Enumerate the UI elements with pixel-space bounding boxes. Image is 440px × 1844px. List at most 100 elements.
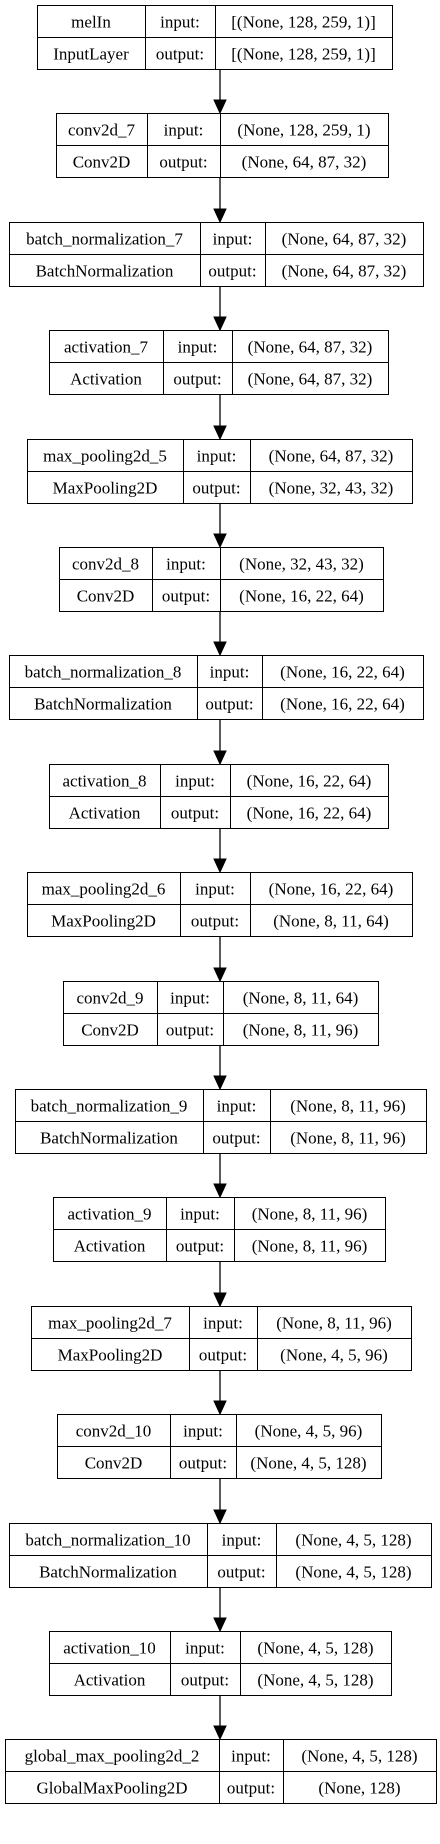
output-label: output:	[173, 370, 221, 389]
output-label: output:	[208, 262, 256, 281]
output-label: output:	[179, 1454, 227, 1473]
layer-type: Activation	[74, 1671, 146, 1690]
output-shape: (None, 64, 87, 32)	[242, 153, 367, 172]
input-label: input:	[180, 1205, 220, 1224]
layer-name: melIn	[71, 13, 111, 32]
input-label: input:	[231, 1747, 271, 1766]
output-shape: (None, 8, 11, 64)	[273, 912, 389, 931]
output-label: output:	[212, 1129, 260, 1148]
input-label: input:	[175, 772, 215, 791]
output-shape: (None, 128)	[318, 1779, 400, 1798]
layer-node: max_pooling2d_6MaxPooling2Dinput:output:…	[27, 872, 413, 937]
layer-name: conv2d_7	[68, 121, 136, 140]
layer-name: conv2d_8	[72, 555, 139, 574]
output-shape: (None, 16, 22, 64)	[239, 587, 364, 606]
layer-type: BatchNormalization	[39, 1563, 177, 1582]
layer-name: max_pooling2d_7	[48, 1314, 172, 1333]
output-label: output:	[227, 1779, 275, 1798]
output-shape: (None, 4, 5, 128)	[295, 1563, 411, 1582]
input-shape: (None, 8, 11, 64)	[243, 989, 359, 1008]
input-shape: (None, 4, 5, 128)	[257, 1639, 373, 1658]
input-shape: (None, 8, 11, 96)	[290, 1097, 406, 1116]
layer-name: conv2d_9	[76, 989, 143, 1008]
input-label: input:	[178, 338, 218, 357]
layer-node: batch_normalization_8BatchNormalizationi…	[9, 655, 424, 720]
layer-type: Conv2D	[85, 1454, 143, 1473]
input-label: input:	[213, 230, 253, 249]
layer-node: activation_10Activationinput:output:(Non…	[49, 1631, 392, 1696]
connector-arrow	[213, 1479, 227, 1525]
input-label: input:	[203, 1314, 243, 1333]
input-shape: (None, 32, 43, 32)	[239, 555, 364, 574]
layer-type: GlobalMaxPooling2D	[36, 1779, 187, 1798]
output-shape: (None, 8, 11, 96)	[243, 1021, 359, 1040]
layer-type: BatchNormalization	[40, 1129, 178, 1148]
layer-type: Conv2D	[77, 587, 135, 606]
output-label: output:	[192, 479, 240, 498]
input-label: input:	[160, 13, 200, 32]
layer-node: activation_7Activationinput:output:(None…	[49, 330, 389, 395]
connector-arrow	[213, 287, 227, 332]
layer-name: conv2d_10	[76, 1422, 152, 1441]
connector-arrow	[213, 70, 227, 115]
output-label: output:	[181, 1671, 229, 1690]
layer-type: BatchNormalization	[36, 262, 174, 281]
output-label: output:	[176, 1237, 224, 1256]
layer-type: Conv2D	[73, 153, 131, 172]
output-shape: (None, 8, 11, 96)	[252, 1237, 368, 1256]
layer-name: activation_10	[63, 1639, 156, 1658]
layer-node: global_max_pooling2d_2GlobalMaxPooling2D…	[5, 1739, 437, 1804]
layer-name: batch_normalization_7	[26, 230, 183, 249]
connector-arrow	[213, 612, 227, 657]
connector-arrow	[213, 937, 227, 983]
layer-name: global_max_pooling2d_2	[25, 1747, 200, 1766]
input-shape: (None, 16, 22, 64)	[280, 663, 405, 682]
layer-type: Activation	[69, 804, 141, 823]
output-shape: [(None, 128, 259, 1)]	[231, 45, 375, 64]
output-label: output:	[156, 45, 204, 64]
input-label: input:	[195, 880, 235, 899]
input-shape: (None, 4, 5, 128)	[295, 1531, 411, 1550]
output-label: output:	[217, 1563, 265, 1582]
layer-name: activation_8	[62, 772, 146, 791]
layer-type: InputLayer	[53, 45, 129, 64]
layer-node: activation_8Activationinput:output:(None…	[49, 764, 389, 829]
input-shape: (None, 4, 5, 128)	[301, 1747, 417, 1766]
input-label: input:	[197, 447, 237, 466]
layer-name: max_pooling2d_6	[42, 880, 166, 899]
input-label: input:	[166, 555, 206, 574]
input-label: input:	[164, 121, 204, 140]
layer-name: max_pooling2d_5	[43, 447, 167, 466]
layer-type: Conv2D	[81, 1021, 139, 1040]
output-shape: (None, 4, 5, 128)	[257, 1671, 373, 1690]
input-label: input:	[183, 1422, 223, 1441]
layer-type: MaxPooling2D	[53, 479, 158, 498]
output-label: output:	[205, 695, 253, 714]
input-shape: (None, 64, 87, 32)	[269, 447, 394, 466]
input-shape: (None, 128, 259, 1)	[237, 121, 370, 140]
layer-type: MaxPooling2D	[51, 912, 156, 931]
input-label: input:	[210, 663, 250, 682]
input-shape: (None, 8, 11, 96)	[252, 1205, 368, 1224]
layer-type: MaxPooling2D	[58, 1346, 163, 1365]
connector-arrow	[213, 1262, 227, 1308]
input-shape: (None, 16, 22, 64)	[269, 880, 394, 899]
input-label: input:	[170, 989, 210, 1008]
layer-node: batch_normalization_9BatchNormalizationi…	[15, 1089, 427, 1154]
output-label: output:	[162, 587, 210, 606]
input-shape: (None, 8, 11, 96)	[276, 1314, 392, 1333]
output-shape: (None, 64, 87, 32)	[248, 370, 373, 389]
input-shape: [(None, 128, 259, 1)]	[231, 13, 375, 32]
output-shape: (None, 4, 5, 96)	[280, 1346, 388, 1365]
connector-arrow	[213, 1046, 227, 1091]
connector-arrow	[213, 1371, 227, 1416]
layer-type: Activation	[70, 370, 142, 389]
connector-arrow	[213, 720, 227, 766]
output-shape: (None, 16, 22, 64)	[280, 695, 405, 714]
